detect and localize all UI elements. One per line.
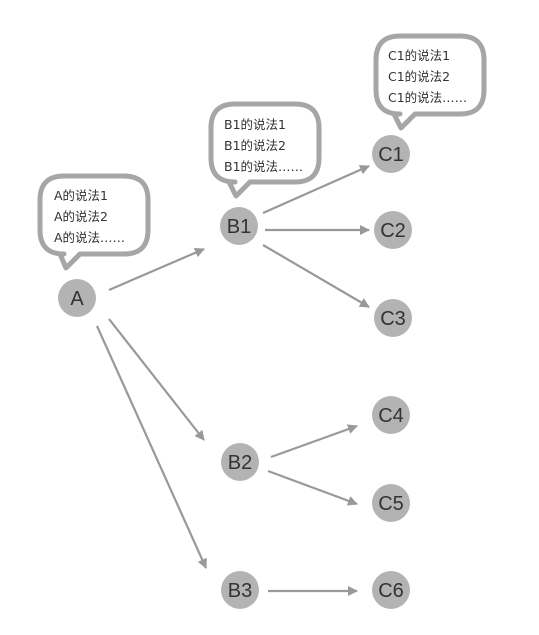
bubble-outline: [37, 173, 151, 271]
edge-a-b2: [108, 318, 205, 441]
node-circle: [372, 571, 410, 609]
edge-b1-c1: [262, 164, 370, 215]
node-circle: [220, 207, 258, 245]
bubble-line: B1的说法……: [224, 159, 303, 174]
bubble-outline: [208, 101, 322, 199]
bubble-line: C1的说法2: [388, 69, 450, 84]
node-label: B1: [227, 216, 251, 238]
node-b2: B2: [221, 443, 259, 481]
node-circle: [372, 135, 410, 173]
node-label: C3: [380, 308, 406, 330]
node-c5: C5: [372, 484, 410, 522]
node-label: C4: [378, 405, 404, 427]
node-label: A: [70, 288, 84, 310]
bubble-line: B1的说法2: [224, 138, 286, 153]
node-a: A: [58, 279, 96, 317]
node-c6: C6: [372, 571, 410, 609]
node-circle: [374, 299, 412, 337]
edge-a-b3: [95, 325, 208, 569]
speech-bubble-c1: C1的说法1C1的说法2C1的说法……: [373, 33, 487, 131]
node-circle: [221, 443, 259, 481]
node-label: C6: [378, 580, 404, 602]
bubble-line: C1的说法……: [388, 90, 467, 105]
node-c2: C2: [374, 211, 412, 249]
edge-b2-c4: [270, 424, 358, 459]
edge-b2-c5: [267, 469, 358, 506]
node-b1: B1: [220, 207, 258, 245]
node-label: C2: [380, 220, 406, 242]
bubble-line: A的说法2: [54, 209, 108, 224]
node-c3: C3: [374, 299, 412, 337]
node-circle: [221, 571, 259, 609]
edge-a-b1: [108, 247, 205, 292]
node-label: B2: [228, 452, 252, 474]
bubble-outline: [373, 33, 487, 131]
node-b3: B3: [221, 571, 259, 609]
bubble-line: B1的说法1: [224, 117, 286, 132]
node-c4: C4: [372, 396, 410, 434]
node-circle: [372, 484, 410, 522]
node-label: C1: [378, 144, 404, 166]
node-c1: C1: [372, 135, 410, 173]
node-label: B3: [228, 580, 252, 602]
edges: [95, 164, 370, 596]
bubble-line: A的说法……: [54, 230, 125, 245]
node-circle: [372, 396, 410, 434]
node-circle: [58, 279, 96, 317]
node-circle: [374, 211, 412, 249]
bubble-line: C1的说法1: [388, 48, 450, 63]
speech-bubble-b1: B1的说法1B1的说法2B1的说法……: [208, 101, 322, 199]
node-label: C5: [378, 493, 404, 515]
edge-b1-c3: [262, 244, 370, 308]
bubble-line: A的说法1: [54, 188, 108, 203]
speech-bubble-a: A的说法1A的说法2A的说法……: [37, 173, 151, 271]
